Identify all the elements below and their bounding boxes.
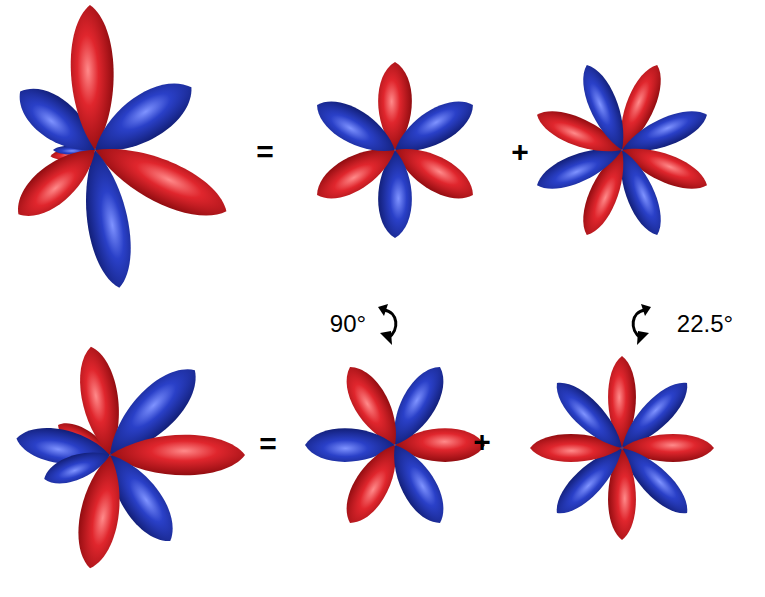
rotation-angle: 22.5° [677,312,733,336]
plus-sign: + [473,427,491,457]
rotation-arrow [384,310,645,338]
rotation-angle: 90° [330,312,366,336]
arrow-head [378,304,651,345]
equals-sign: = [259,429,277,459]
equals-sign: = [256,137,274,167]
plus-sign: + [511,137,529,167]
